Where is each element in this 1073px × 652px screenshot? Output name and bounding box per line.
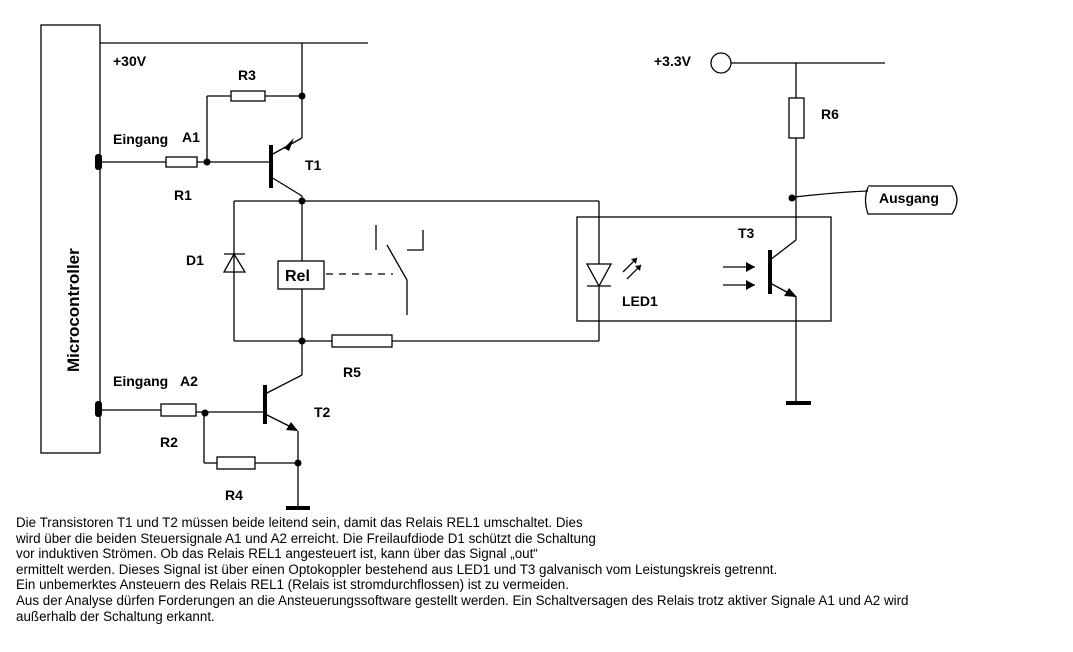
label-t3: T3 — [738, 225, 755, 241]
resistor-r2: R2 — [160, 403, 264, 450]
terminal-3v3 — [710, 52, 732, 74]
label-30v: +30V — [113, 53, 147, 69]
relay-coil — [277, 260, 325, 290]
label-r5: R5 — [343, 364, 361, 380]
label-r2: R2 — [160, 434, 178, 450]
microcontroller-block: Microcontroller — [40, 24, 101, 454]
label-r3: R3 — [238, 67, 256, 83]
label-a1: A1 — [182, 129, 200, 145]
resistor-r6 — [788, 97, 805, 139]
rail-30v: +30V — [100, 42, 368, 97]
label-eingang-a1: Eingang — [113, 131, 168, 147]
description-line: außerhalb der Schaltung erkannt. — [16, 608, 215, 624]
output-stage: +3.3V R6 Ausgang — [654, 52, 958, 405]
label-r1: R1 — [174, 187, 192, 203]
description-line: Die Transistoren T1 und T2 müssen beide … — [16, 515, 583, 530]
optocoupler: LED1 T3 — [576, 216, 832, 322]
resistor-r5: R5 — [331, 334, 393, 380]
output-tag — [864, 185, 958, 215]
relay-rel1: Rel — [277, 225, 424, 315]
label-a2: A2 — [180, 373, 198, 389]
resistor-r1: R1 — [165, 156, 270, 203]
input-a1: Eingang A1 — [95, 129, 200, 170]
transistor-t1: T1 — [269, 97, 322, 201]
description-line: wird über die beiden Steuersignale A1 un… — [16, 530, 596, 546]
description-line: ermittelt werden. Dieses Signal ist über… — [16, 561, 778, 577]
label-eingang-a2: Eingang — [113, 373, 168, 389]
diode-d1: D1 — [186, 252, 247, 273]
resistor-r4: R4 — [203, 413, 302, 503]
description-line: vor induktiven Strömen. Ob das Relais RE… — [16, 546, 538, 562]
label-rel: Rel — [285, 268, 310, 285]
description-line: Ein unbemerktes Ansteuern des Relais REL… — [16, 577, 569, 593]
description-text: Die Transistoren T1 und T2 müssen beide … — [16, 515, 1066, 624]
label-ausgang: Ausgang — [879, 190, 939, 206]
microcontroller-box — [40, 24, 101, 454]
optocoupler-box — [576, 216, 832, 322]
microcontroller-label: Microcontroller — [64, 248, 83, 372]
label-r4: R4 — [225, 487, 243, 503]
pin-a1 — [95, 154, 102, 170]
label-led1: LED1 — [622, 293, 658, 309]
label-d1: D1 — [186, 252, 204, 268]
relay-contact-right — [407, 230, 424, 251]
transistor-t2: T2 — [263, 341, 331, 510]
label-3v3: +3.3V — [654, 53, 692, 69]
label-r6: R6 — [821, 106, 839, 122]
pin-a2 — [95, 401, 102, 417]
description-line: Aus der Analyse dürfen Forderungen an di… — [16, 592, 909, 608]
label-t2: T2 — [314, 404, 331, 420]
resistor-r3: R3 — [203, 67, 306, 166]
relay-section — [233, 197, 600, 345]
led1-symbol — [585, 263, 613, 288]
input-a2: Eingang A2 — [95, 373, 198, 417]
relay-switch-arm — [386, 244, 408, 281]
label-t1: T1 — [305, 157, 322, 173]
